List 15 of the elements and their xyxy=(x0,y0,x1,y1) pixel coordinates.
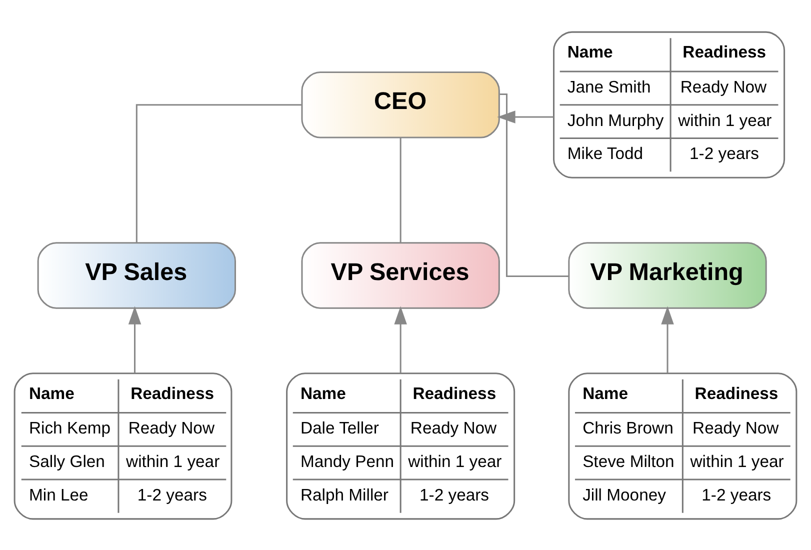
node-box: Name Readiness Jane Smith Ready Now John Murphy within 1 year Mike Todd 1-2 years xyxy=(553,30,786,178)
connector xyxy=(500,93,569,277)
node-box: VP Marketing xyxy=(568,242,767,308)
node-box: Name Readiness Chris Brown Ready Now Steve Milton within 1 year Jill Mooney 1-2 years xyxy=(568,372,798,520)
arrow xyxy=(497,110,554,123)
arrow xyxy=(128,306,142,373)
arrow xyxy=(661,306,674,373)
node-box: Name Readiness Dale Teller Ready Now Mandy Penn within 1 year Ralph Miller 1-2 years xyxy=(286,372,516,520)
connector xyxy=(136,104,302,242)
node-box: VP Sales xyxy=(37,242,236,308)
node-box: Name Readiness Rich Kemp Ready Now Sally Glen within 1 year Min Lee 1-2 years xyxy=(14,372,232,520)
arrow xyxy=(394,306,407,373)
node-box: VP Services xyxy=(301,242,500,308)
node-box: CEO xyxy=(301,71,500,138)
connector xyxy=(400,137,402,242)
